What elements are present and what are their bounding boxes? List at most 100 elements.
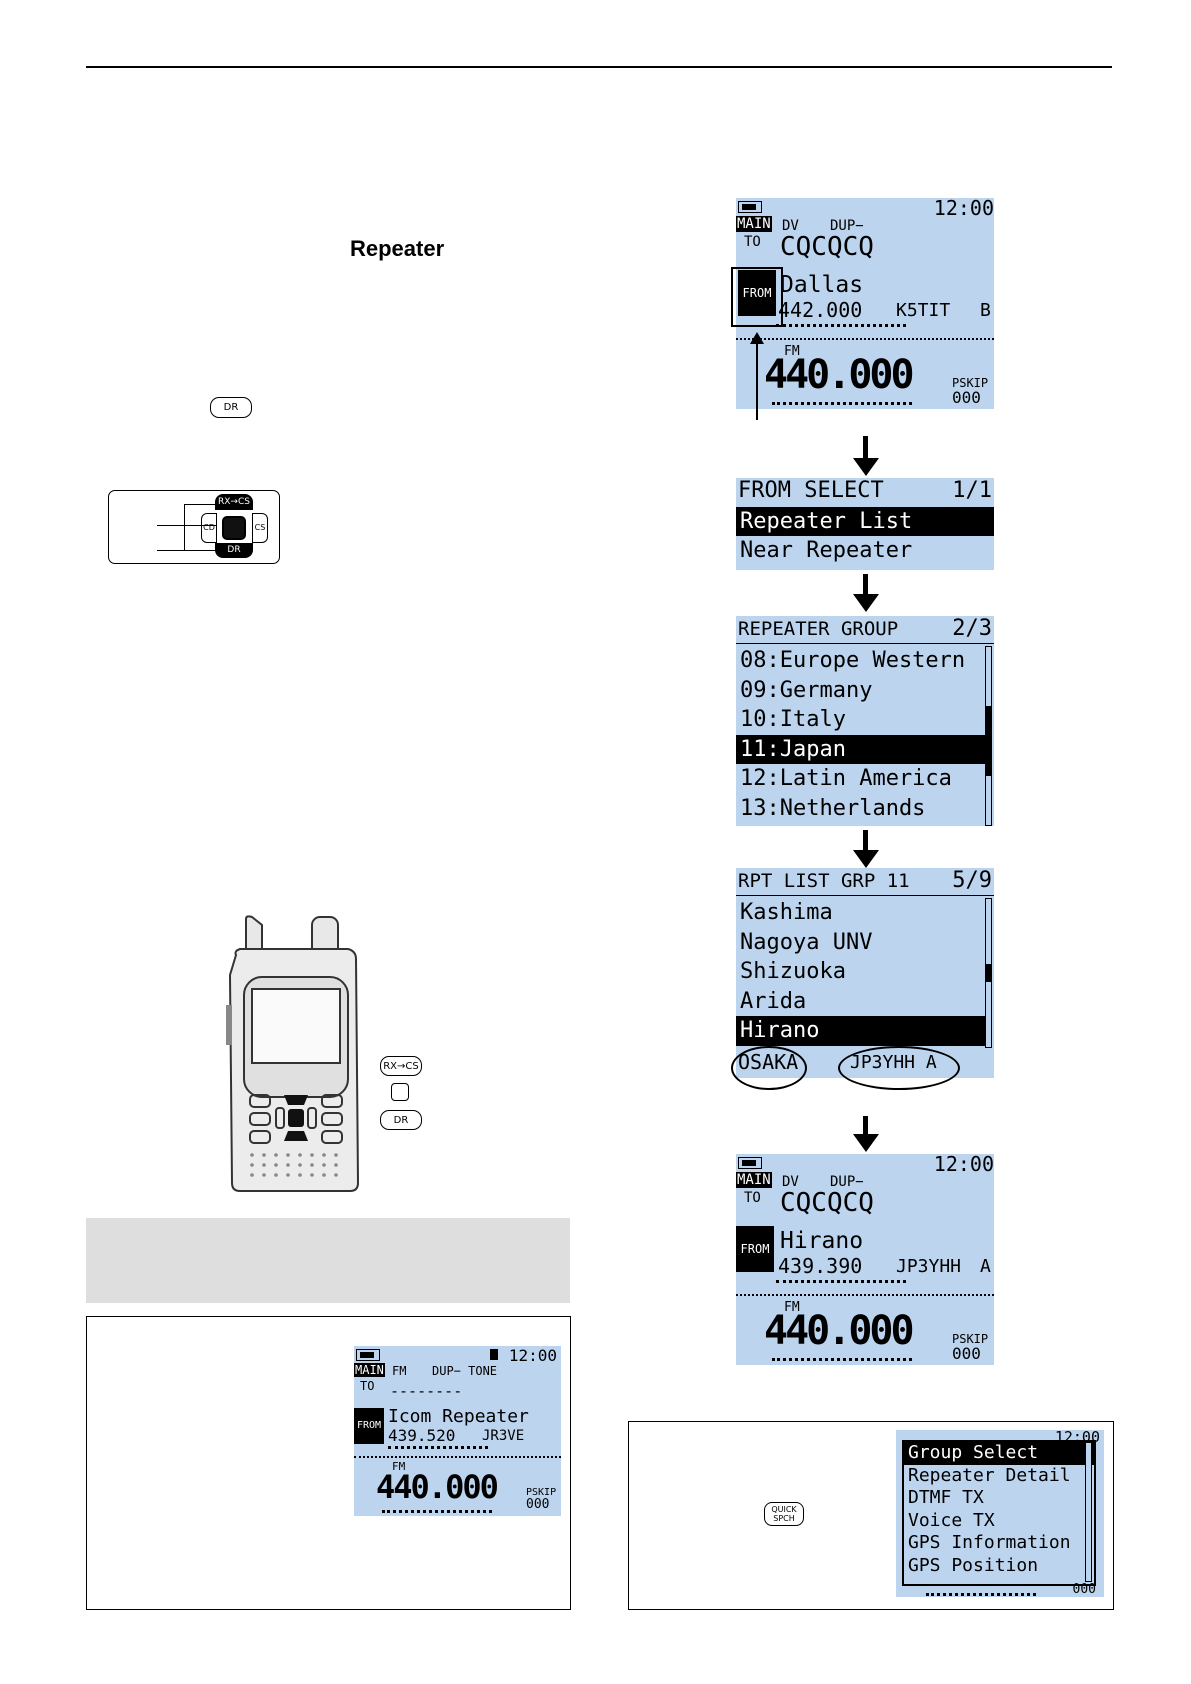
fm-label: FM	[784, 344, 800, 359]
screen-title: FROM SELECT	[738, 478, 884, 503]
clock: 12:00	[933, 198, 994, 220]
s-meter	[772, 402, 912, 405]
s-meter	[382, 1510, 492, 1513]
repeater-list-menu-item[interactable]: Nagoya UNV	[740, 929, 873, 955]
flow-arrow	[863, 574, 868, 596]
from-callsign: JP3YHH	[896, 1256, 962, 1277]
pointer-line	[157, 525, 217, 526]
memory-channel: 000	[952, 388, 981, 407]
page-indicator: 2/3	[952, 616, 992, 641]
signal-meter	[388, 1446, 488, 1449]
from-frequency: 439.520	[388, 1426, 456, 1445]
scroll-thumb[interactable]	[986, 964, 991, 982]
pointer-line	[756, 340, 758, 420]
note-box	[86, 1218, 570, 1303]
repeater-group-menu-item[interactable]: 13:Netherlands	[740, 795, 926, 821]
main-frequency: 440.000	[376, 1468, 499, 1506]
flow-arrow-head	[853, 1134, 879, 1152]
scrollbar[interactable]	[985, 646, 992, 826]
control-pad-illustration: RX→CS DR CD CS	[108, 490, 280, 564]
from-name: Icom Repeater	[388, 1406, 529, 1427]
center-key-icon	[391, 1083, 409, 1101]
battery-icon	[738, 1157, 762, 1169]
memory-channel: 000	[526, 1497, 550, 1512]
title-divider	[736, 895, 994, 896]
scroll-thumb[interactable]	[986, 706, 991, 776]
mode-label: FM	[392, 1364, 407, 1378]
divider	[736, 338, 994, 340]
dr-key-icon: DR	[380, 1110, 422, 1130]
repeater-list-menu-item[interactable]: Arida	[740, 988, 807, 1014]
flow-arrow-head	[853, 458, 879, 476]
mode-label: DV	[782, 218, 799, 234]
scrollbar[interactable]	[1085, 1442, 1092, 1582]
main-indicator: MAIN	[736, 216, 772, 232]
fm-label: FM	[392, 1460, 406, 1473]
memory-channel: 000	[1072, 1582, 1096, 1597]
to-callsign: CQCQCQ	[780, 232, 874, 262]
repeater-group-menu-item[interactable]: 12:Latin America	[740, 766, 952, 791]
pointer-line	[157, 550, 217, 551]
fm-label: FM	[784, 1300, 800, 1315]
from-label: FROM	[354, 1408, 384, 1444]
from-frequency: 442.000	[778, 298, 863, 322]
page-indicator: 5/9	[952, 868, 992, 893]
quick-menu-item[interactable]: Repeater Detail	[908, 1464, 1071, 1486]
from-port: B	[980, 300, 991, 321]
repeater-group-menu-item[interactable]: 08:Europe Western	[740, 648, 966, 673]
from-name: Dallas	[780, 272, 864, 298]
memory-channel: 000	[952, 1344, 981, 1363]
screen-title: RPT LIST GRP 11	[738, 870, 910, 892]
lcd-screen-dallas: 12:00 MAIN DV DUP− TO CQCQCQ FROM Dallas…	[736, 198, 994, 409]
main-indicator: MAIN	[736, 1172, 772, 1188]
flow-arrow-head	[853, 594, 879, 612]
transceiver-illustration	[226, 915, 360, 1192]
quick-menu-item[interactable]: GPS Position	[908, 1554, 1039, 1576]
repeater-group-menu-item[interactable]: 11:Japan	[736, 734, 986, 764]
quick-menu-item[interactable]: DTMF TX	[908, 1487, 984, 1508]
s-meter	[926, 1593, 1036, 1596]
lcd-screen-fm-repeater: 12:00 MAIN FM DUP− TONE TO -------- FROM…	[354, 1346, 561, 1516]
repeater-group-menu-item[interactable]: 09:Germany	[740, 677, 873, 703]
center-key	[222, 516, 246, 540]
from-name: Hirano	[780, 1228, 864, 1254]
flow-arrow	[863, 830, 868, 852]
battery-icon	[738, 201, 762, 213]
repeater-list-menu-item[interactable]: Hirano	[736, 1016, 986, 1046]
quick-menu-item[interactable]: GPS Information	[908, 1532, 1071, 1553]
section-heading: Repeater	[350, 236, 445, 261]
pointer-line	[184, 504, 185, 550]
main-indicator: MAIN	[354, 1363, 385, 1377]
from-highlight-box	[731, 267, 783, 327]
repeater-list-menu-item[interactable]: Shizuoka	[740, 959, 846, 984]
divider	[354, 1456, 561, 1458]
rx-cs-key: RX→CS	[215, 494, 253, 510]
sd-card-icon	[490, 1349, 498, 1360]
repeater-list-menu-item[interactable]: Kashima	[740, 900, 833, 925]
dr-key-icon: DR	[210, 397, 252, 418]
s-meter	[772, 1358, 912, 1361]
from-select-menu-item[interactable]: Near Repeater	[740, 538, 913, 563]
quick-menu-item[interactable]: Group Select	[904, 1442, 1094, 1465]
from-label: FROM	[736, 1226, 774, 1272]
main-frequency: 440.000	[764, 352, 915, 398]
from-frequency: 439.390	[778, 1254, 863, 1278]
from-select-menu-item[interactable]: Repeater List	[736, 507, 994, 536]
divider	[736, 1294, 994, 1296]
clock: 12:00	[508, 1346, 557, 1365]
quick-menu-item[interactable]: Voice TX	[908, 1509, 995, 1531]
repeater-group-menu-item[interactable]: 10:Italy	[740, 707, 846, 732]
to-label: TO	[360, 1379, 375, 1393]
scrollbar[interactable]	[985, 898, 992, 1048]
flow-arrow	[863, 1116, 868, 1136]
from-callsign: K5TIT	[896, 300, 951, 321]
pskip-label: PSKIP	[952, 1332, 989, 1346]
area-highlight-ellipse	[731, 1046, 807, 1090]
from-callsign: JR3VE	[482, 1428, 525, 1444]
flow-arrow-head	[853, 850, 879, 868]
